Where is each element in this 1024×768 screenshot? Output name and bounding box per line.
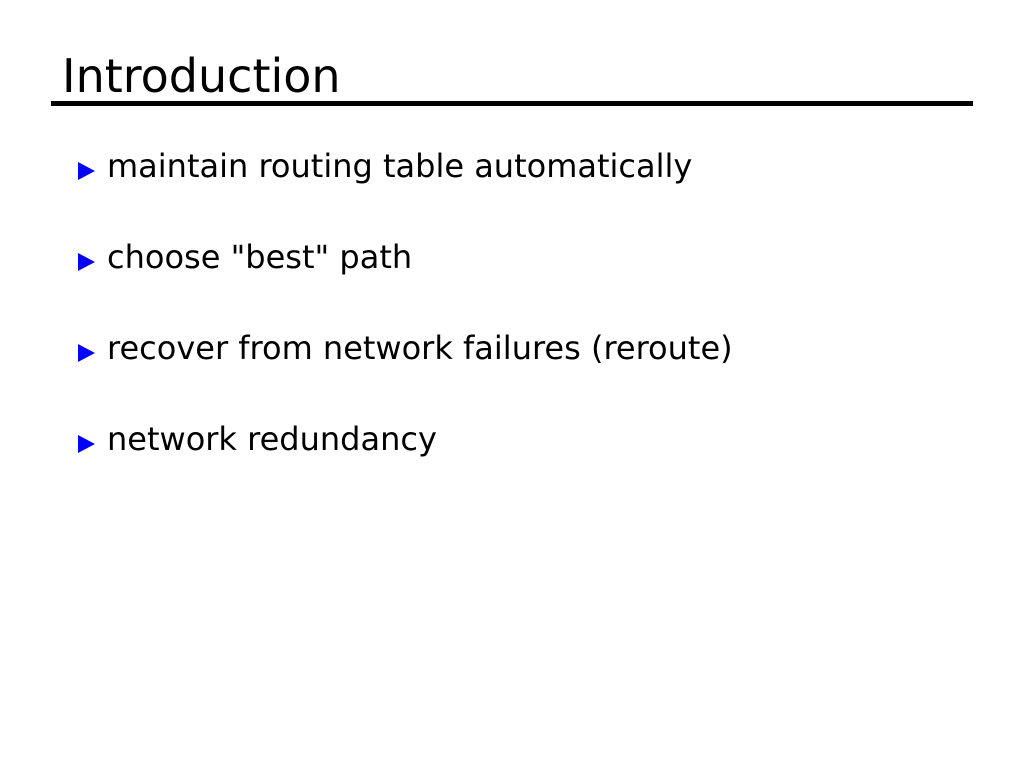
list-item: recover from network failures (reroute) <box>0 328 1024 419</box>
list-item-label: maintain routing table automatically <box>107 147 693 185</box>
triangle-right-icon <box>78 253 95 271</box>
title-underline-rule <box>51 101 973 106</box>
triangle-right-icon <box>78 162 95 180</box>
page-title: Introduction <box>62 49 341 103</box>
list-item: choose "best" path <box>0 237 1024 328</box>
list-item: network redundancy <box>0 419 1024 510</box>
list-item-label: recover from network failures (reroute) <box>107 329 733 367</box>
triangle-right-icon <box>78 435 95 453</box>
triangle-right-icon <box>78 344 95 362</box>
list-item: maintain routing table automatically <box>0 146 1024 237</box>
bullet-list: maintain routing table automatically cho… <box>0 146 1024 510</box>
list-item-label: network redundancy <box>107 420 437 458</box>
list-item-label: choose "best" path <box>107 238 413 276</box>
